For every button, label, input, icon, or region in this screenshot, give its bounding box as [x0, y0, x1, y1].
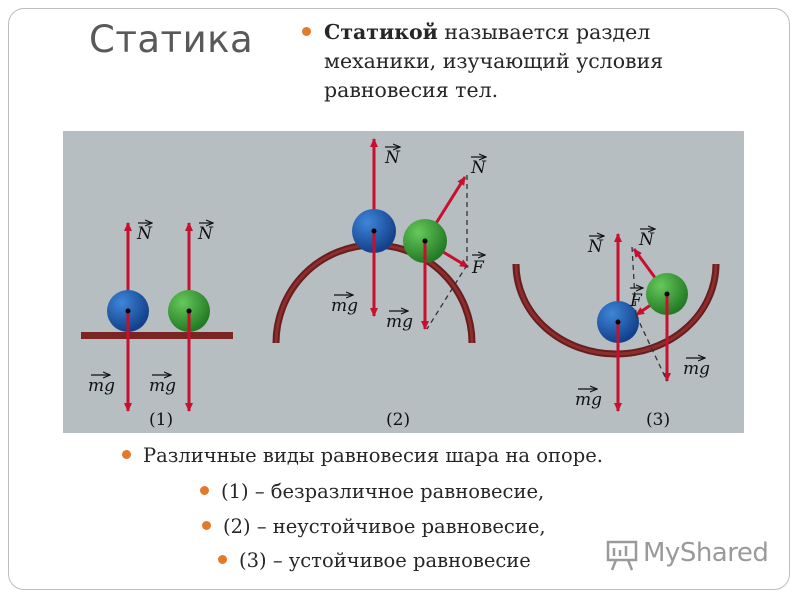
case-3-diagram: N N F mg mg (3) — [512, 229, 720, 430]
slide-frame — [8, 8, 790, 590]
bullet-icon — [122, 450, 131, 459]
label-mg: mg — [149, 376, 176, 396]
label-N: N — [136, 224, 153, 244]
myshared-watermark: MyShared — [605, 536, 770, 574]
slide-title: Статика — [89, 18, 254, 61]
list-item-text: (3) – устойчивое равновесие — [239, 549, 531, 572]
list-item-text: (1) – безразличное равновесие, — [221, 480, 545, 503]
flat-support — [81, 332, 233, 339]
case-2-label: (2) — [386, 410, 410, 430]
label-N: N — [638, 230, 655, 250]
case-3-label: (3) — [646, 410, 670, 430]
label-N: N — [587, 237, 604, 257]
label-mg: mg — [88, 376, 115, 396]
label-mg: mg — [331, 296, 358, 316]
case-1-label: (1) — [149, 410, 173, 430]
label-mg: mg — [386, 312, 413, 332]
list-item: Различные виды равновесия шара на опоре. — [122, 444, 603, 467]
definition-term: Статикой — [324, 20, 438, 44]
list-item: (2) – неустойчивое равновесие, — [202, 515, 546, 538]
definition-block: Статикой называется раздел механики, изу… — [300, 18, 760, 105]
case-1-diagram: N N mg mg (1) — [81, 223, 233, 430]
definition-text: Статикой называется раздел механики, изу… — [324, 18, 760, 105]
bullet-icon — [202, 521, 211, 530]
list-item-text: Различные виды равновесия шара на опоре. — [143, 444, 603, 467]
equilibrium-figure: N N mg mg (1) N N — [63, 131, 744, 433]
list-item-text: (2) – неустойчивое равновесие, — [223, 515, 546, 538]
label-N: N — [470, 158, 487, 178]
label-mg: mg — [683, 359, 710, 379]
list-item: (3) – устойчивое равновесие — [218, 549, 531, 572]
equilibrium-diagram: N N mg mg (1) N N — [81, 138, 720, 430]
label-F: F — [471, 258, 485, 278]
label-N: N — [197, 224, 214, 244]
label-N: N — [384, 148, 401, 168]
bullet-icon — [218, 555, 227, 564]
watermark-text: MyShared — [643, 538, 769, 568]
label-mg: mg — [575, 390, 602, 410]
definition-rest: называется раздел механики, изучающий ус… — [324, 20, 664, 102]
list-item: (1) – безразличное равновесие, — [200, 480, 544, 503]
bullet-icon — [302, 27, 311, 36]
case-2-diagram: N N F mg mg (2) — [272, 138, 487, 430]
label-F: F — [629, 291, 643, 311]
bullet-icon — [200, 486, 209, 495]
presentation-board-icon — [606, 540, 638, 571]
